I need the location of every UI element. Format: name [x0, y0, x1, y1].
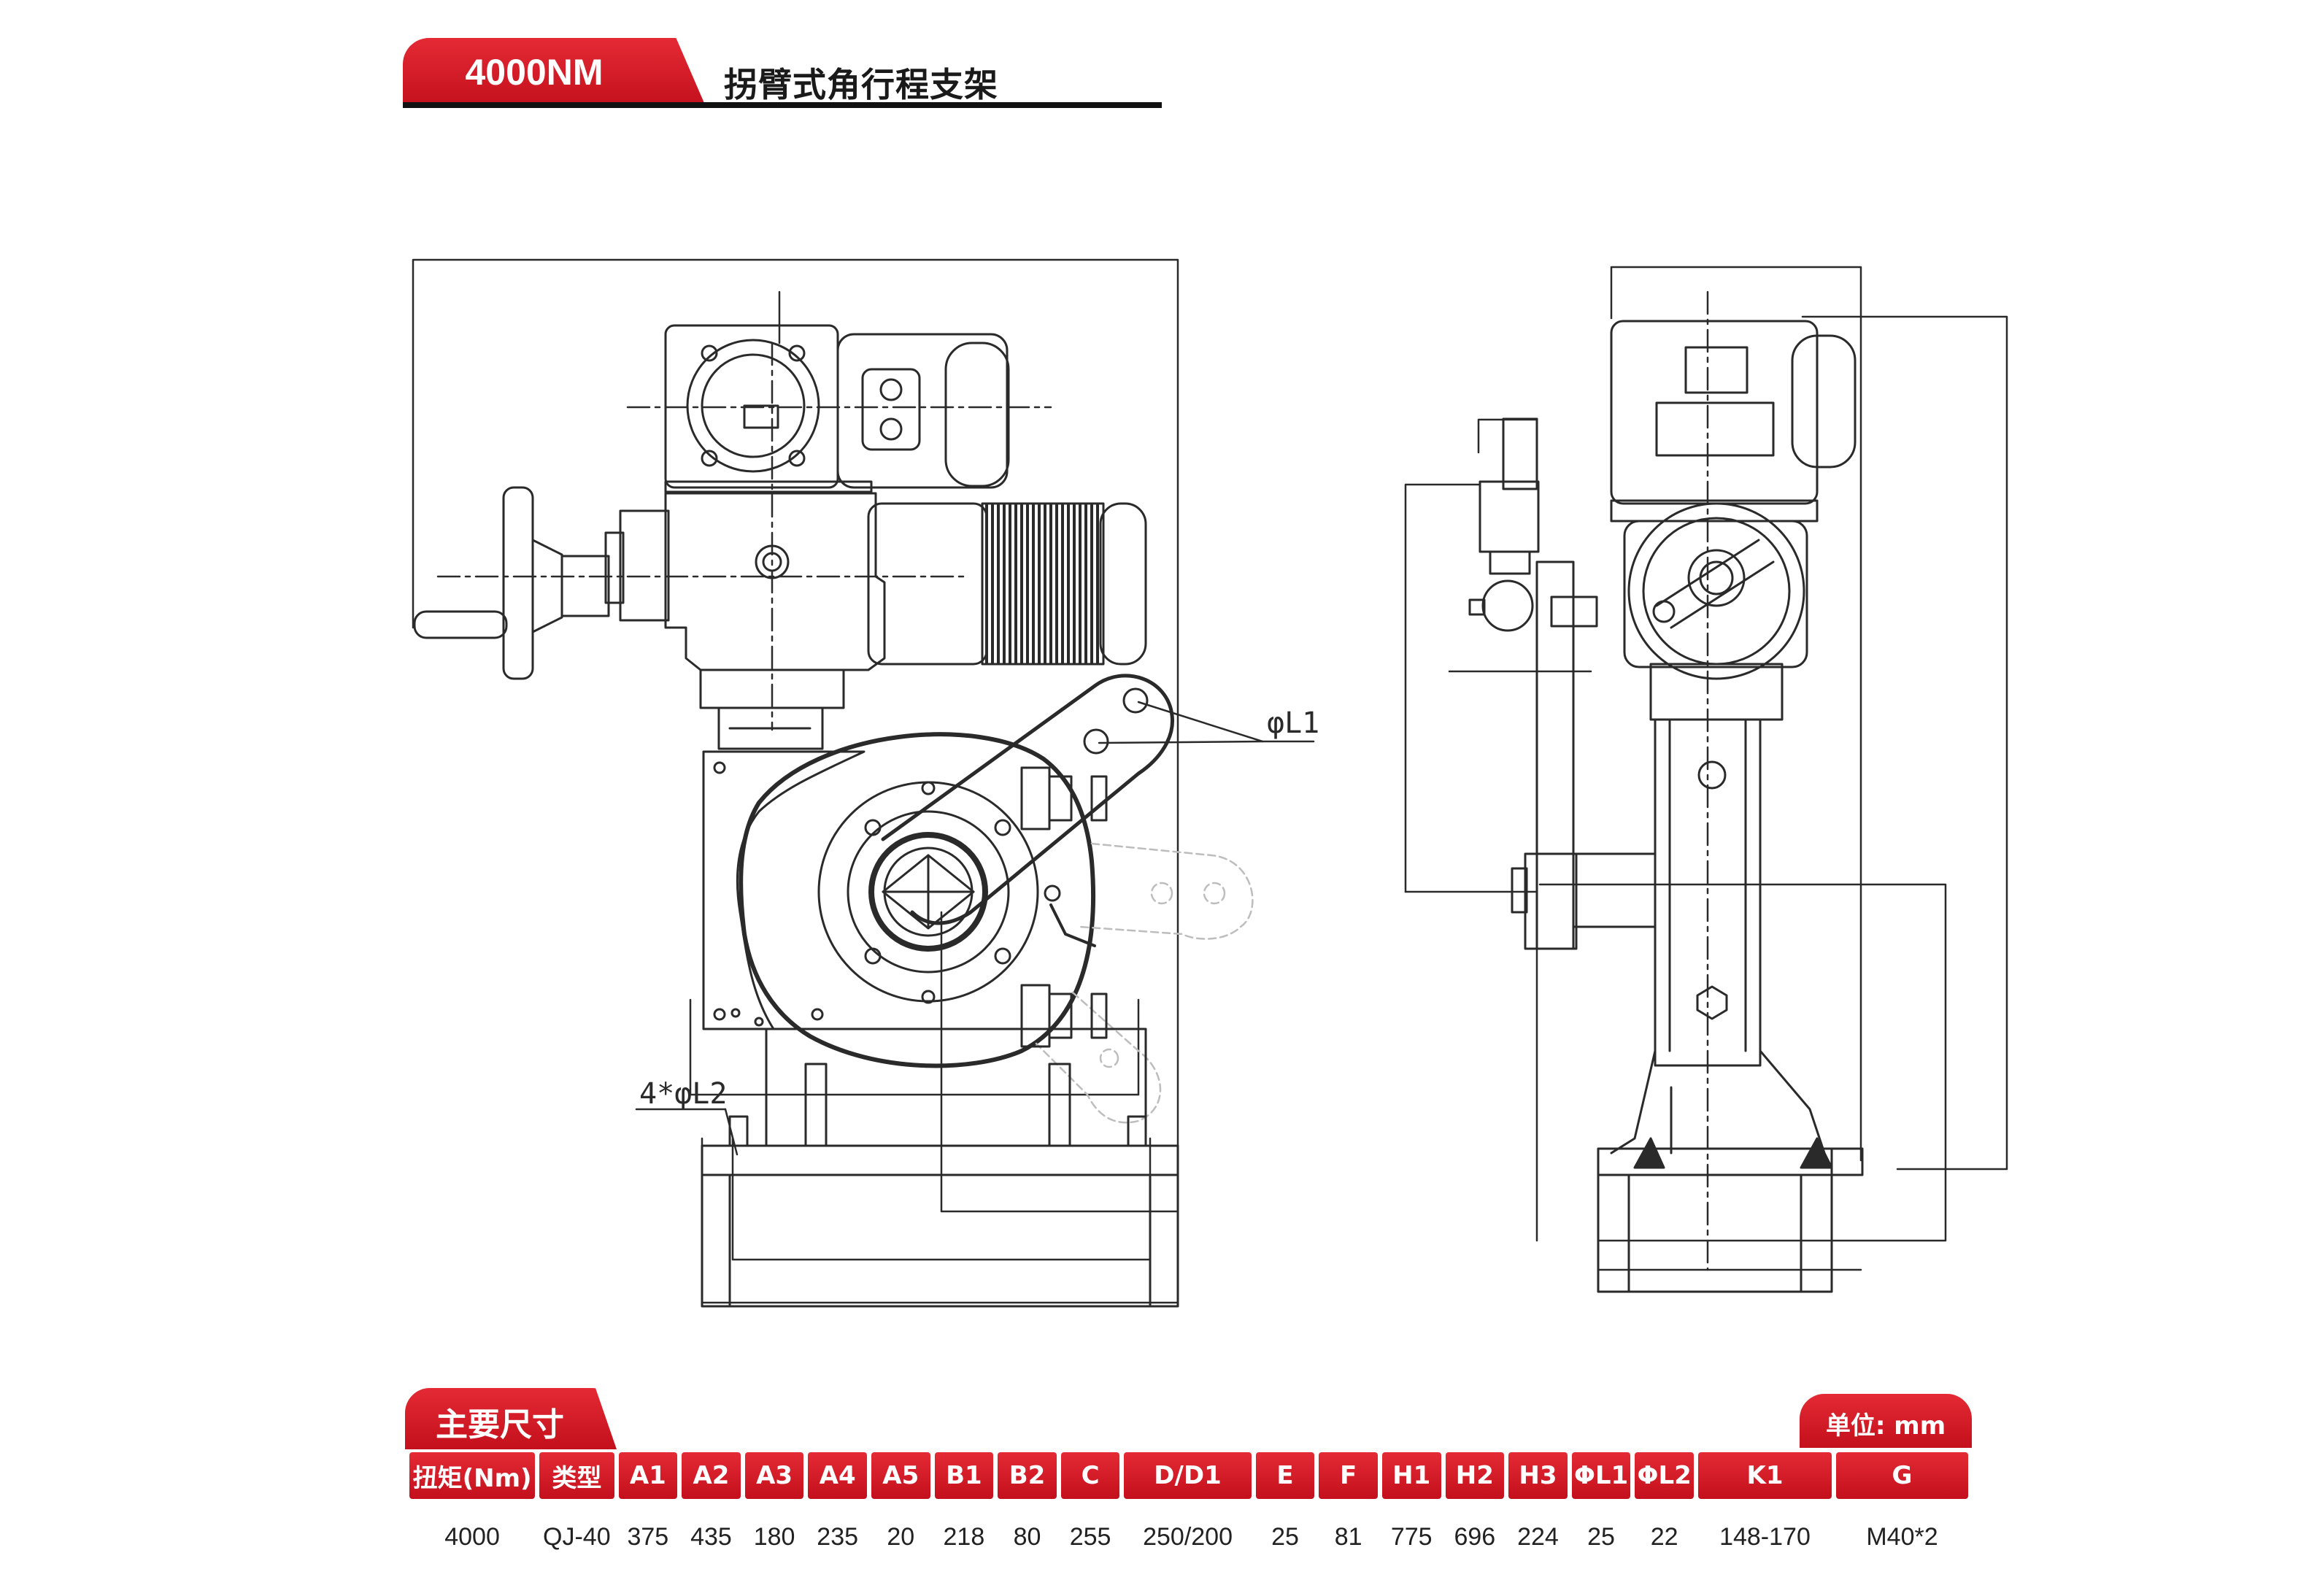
support-stand	[701, 1028, 1179, 1308]
column-header: ΦL1	[1571, 1452, 1631, 1499]
table-cell: 25	[1587, 1522, 1615, 1551]
table-cell: 20	[887, 1522, 915, 1551]
table-cell: 80	[1013, 1522, 1041, 1551]
side-view	[1404, 266, 2008, 1293]
column-header: G	[1835, 1452, 1968, 1499]
phi-l2-leader	[635, 1108, 739, 1156]
dimensions-section-badge: 主要尺寸	[405, 1388, 617, 1449]
title-underline	[403, 102, 1162, 108]
handwheel	[413, 486, 610, 680]
column-header: H3	[1508, 1452, 1568, 1499]
column-header: B1	[934, 1452, 994, 1499]
column-header: A4	[808, 1452, 867, 1499]
column-header: D/D1	[1124, 1452, 1252, 1499]
dimensions-table: 扭矩(Nm) 类型 A1 A2 A3 A4 A5 B1 B2 C D/D1 E …	[405, 1452, 1973, 1568]
column-header: A2	[682, 1452, 741, 1499]
table-cell: 81	[1334, 1522, 1362, 1551]
phi-l1-leader	[1098, 701, 1315, 744]
table-cell: QJ-40	[543, 1522, 611, 1551]
side-housing	[1610, 320, 1857, 721]
table-row: 4000 QJ-40 375 435 180 235 20 218 80 255…	[409, 1499, 1968, 1568]
side-linkage	[1468, 417, 1540, 632]
column-header: K1	[1697, 1452, 1832, 1499]
alternate-arm-positions	[1035, 842, 1254, 1124]
phi-l1-label: φL1	[1267, 706, 1319, 740]
page-title: 拐臂式角行程支架	[724, 65, 998, 104]
unit-badge: 单位: mm	[1800, 1394, 1972, 1448]
table-cell: 180	[753, 1522, 795, 1551]
column-header: F	[1319, 1452, 1378, 1499]
model-label: 4000NM	[465, 52, 604, 93]
column-header: C	[1060, 1452, 1120, 1499]
phi-l2-label: 4*φL2	[639, 1077, 727, 1111]
crank-disc	[739, 732, 1095, 1068]
table-cell: 224	[1517, 1522, 1559, 1551]
side-base	[1597, 1137, 1864, 1293]
motor-body	[604, 492, 1147, 750]
column-header: B2	[998, 1452, 1057, 1499]
model-badge: 4000NM	[403, 38, 706, 108]
table-cell: 235	[817, 1522, 859, 1551]
column-header: H1	[1381, 1452, 1441, 1499]
table-cell: M40*2	[1866, 1522, 1938, 1551]
table-cell: 375	[627, 1522, 669, 1551]
gearbox-plate	[702, 750, 865, 1030]
table-header-row: 扭矩(Nm) 类型 A1 A2 A3 A4 A5 B1 B2 C D/D1 E …	[409, 1452, 1968, 1499]
clamp-blocks	[1020, 766, 1108, 1048]
table-cell: 775	[1390, 1522, 1433, 1551]
motor-bellows	[985, 504, 1099, 664]
table-cell: 4000	[444, 1522, 500, 1551]
dimensions-section-title: 主要尺寸	[436, 1406, 564, 1443]
table-cell: 696	[1454, 1522, 1496, 1551]
table-cell: 255	[1069, 1522, 1111, 1551]
control-box	[664, 324, 1010, 493]
column-header: 类型	[539, 1452, 614, 1499]
column-header: A1	[618, 1452, 678, 1499]
side-crank-arm	[1511, 560, 1657, 950]
column-header: ΦL2	[1635, 1452, 1694, 1499]
side-dimension-lines	[1404, 266, 2008, 1271]
column-header: E	[1255, 1452, 1315, 1499]
table-cell: 25	[1271, 1522, 1299, 1551]
table-cell: 148-170	[1719, 1522, 1811, 1551]
table-cell: 218	[943, 1522, 985, 1551]
technical-drawing: φL1 4*φL2	[412, 258, 2008, 1308]
side-bracket	[1610, 718, 1826, 1154]
column-header: A3	[744, 1452, 804, 1499]
column-header: 扭矩(Nm)	[409, 1452, 536, 1499]
unit-label: 单位: mm	[1825, 1411, 1946, 1441]
table-cell: 435	[690, 1522, 732, 1551]
crank-arm	[881, 674, 1175, 947]
front-view: φL1 4*φL2	[412, 258, 1319, 1308]
column-header: A5	[871, 1452, 930, 1499]
table-cell: 22	[1650, 1522, 1678, 1551]
column-header: H2	[1445, 1452, 1505, 1499]
table-cell: 250/200	[1143, 1522, 1233, 1551]
